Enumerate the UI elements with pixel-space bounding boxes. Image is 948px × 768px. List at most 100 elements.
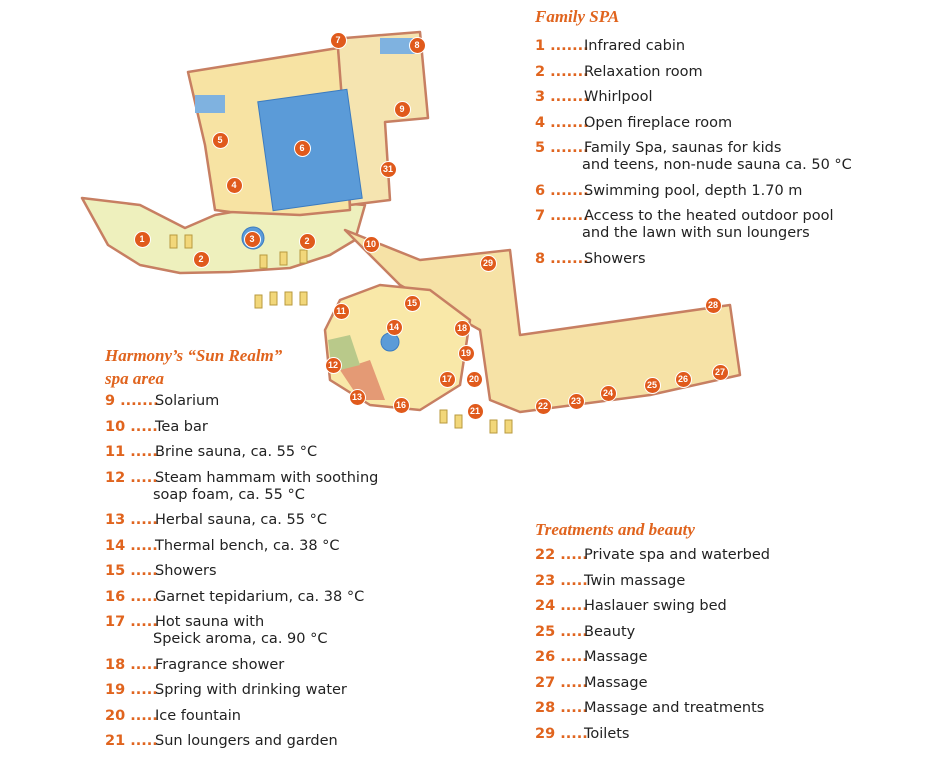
legend-item: 16 .....Garnet tepidarium, ca. 38 °C [105, 589, 378, 606]
legend-label-line: Fragrance shower [155, 656, 285, 673]
legend-label-line: Spring with drinking water [155, 682, 347, 698]
marker[interactable]: 17 [439, 371, 455, 387]
showers-area [380, 38, 415, 54]
legend-label: Massage [584, 649, 648, 666]
legend-item: 23 .....Twin massage [535, 573, 770, 590]
legend-label: Showers [584, 251, 646, 268]
legend-item: 2 .......Relaxation room [535, 64, 852, 81]
legend-number: 28 ..... [535, 700, 588, 716]
legend-label-line: Brine sauna, ca. 55 °C [155, 444, 318, 460]
legend-number: 3 ....... [535, 89, 589, 105]
legend-number: 10 ..... [105, 418, 158, 435]
legend-label: Fragrance shower [155, 657, 284, 674]
legend-label: Thermal bench, ca. 38 °C [155, 538, 340, 555]
legend-number: 27 ..... [535, 674, 588, 691]
legend-title: Harmony’s “Sun Realm” [105, 346, 283, 365]
marker[interactable]: 7 [330, 32, 346, 48]
legend-label: Sun loungers and garden [155, 733, 338, 750]
legend-label: Toilets [584, 726, 629, 743]
legend-number: 4 ....... [535, 114, 589, 131]
legend-label-line: Toilets [584, 725, 630, 742]
legend-number: 18 ..... [105, 656, 158, 673]
marker[interactable]: 27 [712, 364, 728, 380]
legend-item: 18 .....Fragrance shower [105, 657, 378, 674]
legend-item: 19 .....Spring with drinking water [105, 682, 378, 699]
marker[interactable]: 2 [299, 233, 315, 249]
marker[interactable]: 8 [409, 37, 425, 53]
marker[interactable]: 11 [333, 303, 349, 319]
legend-label-line: Thermal bench, ca. 38 °C [155, 537, 340, 554]
legend-label-line: Solarium [155, 393, 220, 409]
legend-item: 29 .....Toilets [535, 726, 770, 743]
legend-label: Swimming pool, depth 1.70 m [584, 183, 802, 200]
legend-label-line: Whirlpool [584, 89, 653, 105]
legend-label: Infrared cabin [584, 38, 685, 55]
marker[interactable]: 28 [705, 297, 721, 313]
marker[interactable]: 25 [644, 377, 660, 393]
legend-item: 8 .......Showers [535, 251, 852, 268]
legend-number: 11 ..... [105, 444, 158, 460]
marker[interactable]: 16 [393, 397, 409, 413]
legend-label: Brine sauna, ca. 55 °C [155, 444, 317, 461]
marker[interactable]: 5 [212, 132, 228, 148]
thermal-fountain [380, 332, 400, 352]
relaxation-wing [80, 196, 367, 275]
marker[interactable]: 29 [480, 255, 496, 271]
north-east-block [336, 30, 430, 207]
legend-number: 17 ..... [105, 614, 158, 630]
legend-item: 27 .....Massage [535, 675, 770, 692]
legend-label: Relaxation room [584, 64, 703, 81]
legend-number: 22 ..... [535, 547, 588, 563]
legend-label-line: Steam hammam with soothing [155, 469, 379, 486]
marker[interactable]: 14 [386, 319, 402, 335]
legend-number: 19 ..... [105, 682, 158, 698]
legend-label-line: Showers [584, 250, 646, 267]
marker[interactable]: 21 [467, 403, 483, 419]
herbal-sauna [340, 360, 385, 400]
legend-number: 26 ..... [535, 649, 588, 665]
legend-title: Family SPA [535, 7, 620, 26]
legend-title: Treatments and beauty [535, 520, 695, 539]
legend-label-line: Hot sauna with [155, 614, 265, 630]
marker[interactable]: 15 [404, 295, 420, 311]
family-shower-area [195, 95, 225, 113]
marker[interactable]: 18 [454, 320, 470, 336]
marker[interactable]: 22 [535, 398, 551, 414]
marker[interactable]: 10 [363, 236, 379, 252]
legend-label-line: Relaxation room [584, 63, 703, 80]
marker[interactable]: 9 [394, 101, 410, 117]
legend-number: 13 ..... [105, 512, 158, 528]
sun-loungers [169, 234, 513, 434]
legend-number: 8 ....... [535, 250, 589, 267]
legend-number: 15 ..... [105, 563, 158, 579]
marker[interactable]: 20 [466, 371, 482, 387]
sun-realm-legend: Harmony’s “Sun Realm” spa area 9 .......… [105, 345, 378, 759]
marker[interactable]: 23 [568, 393, 584, 409]
marker[interactable]: 12 [325, 357, 341, 373]
legend-label-line: soap foam, ca. 55 °C [153, 486, 305, 503]
marker[interactable]: 6 [294, 140, 310, 156]
legend-item: 9 .......Solarium [105, 393, 378, 410]
swimming-pool [257, 88, 363, 212]
marker[interactable]: 13 [349, 389, 365, 405]
marker[interactable]: 24 [600, 385, 616, 401]
legend-item: 3 .......Whirlpool [535, 89, 852, 106]
marker[interactable]: 1 [134, 231, 150, 247]
marker[interactable]: 31 [380, 161, 396, 177]
legend-label: Spring with drinking water [155, 682, 347, 699]
legend-label: Garnet tepidarium, ca. 38 °C [155, 589, 364, 606]
legend-number: 29 ..... [535, 725, 588, 742]
marker[interactable]: 2 [193, 251, 209, 267]
marker[interactable]: 3 [244, 231, 260, 247]
marker[interactable]: 19 [458, 345, 474, 361]
legend-label-line: and the lawn with sun loungers [582, 225, 810, 241]
legend-label: Tea bar [155, 419, 208, 436]
legend-label: Private spa and waterbed [584, 547, 770, 564]
marker[interactable]: 26 [675, 371, 691, 387]
marker[interactable]: 4 [226, 177, 242, 193]
legend-item: 20 .....Ice fountain [105, 708, 378, 725]
